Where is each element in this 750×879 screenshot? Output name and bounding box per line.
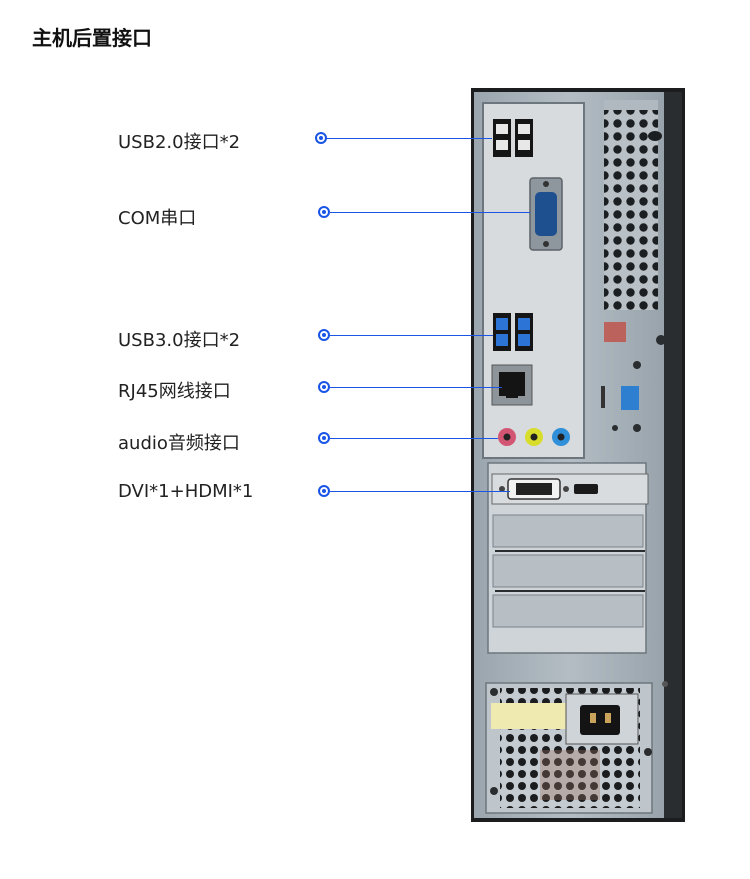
callout-line-rj45 xyxy=(330,387,502,388)
callout-label-com: COM串口 xyxy=(118,208,197,229)
callout-label-usb3: USB3.0接口*2 xyxy=(118,330,241,351)
callout-dot-com xyxy=(318,206,330,218)
callout-label-usb2: USB2.0接口*2 xyxy=(118,132,241,153)
power-supply xyxy=(485,682,653,814)
callout-line-usb2 xyxy=(327,138,492,139)
callout-dot-usb3 xyxy=(318,329,330,341)
callout-dot-dvi-hdmi xyxy=(318,485,330,497)
callout-line-usb3 xyxy=(330,335,493,336)
callout-dot-usb2 xyxy=(315,132,327,144)
callout-line-dvi-hdmi xyxy=(330,491,510,492)
usb2-ports xyxy=(493,119,533,157)
com-port xyxy=(529,177,563,251)
rj45-port xyxy=(491,364,533,406)
callout-label-audio: audio音频接口 xyxy=(118,433,240,454)
callout-line-com xyxy=(330,212,530,213)
callout-label-dvi-hdmi: DVI*1+HDMI*1 xyxy=(118,481,254,502)
top-vents xyxy=(604,100,658,310)
callout-dot-audio xyxy=(318,432,330,444)
dvi-hdmi-ports xyxy=(499,478,598,500)
callout-line-audio xyxy=(330,438,498,439)
callout-label-rj45: RJ45网线接口 xyxy=(118,381,231,402)
usb3-ports xyxy=(493,313,533,351)
audio-jacks xyxy=(498,428,570,446)
page-title: 主机后置接口 xyxy=(32,26,152,50)
callout-dot-rj45 xyxy=(318,381,330,393)
